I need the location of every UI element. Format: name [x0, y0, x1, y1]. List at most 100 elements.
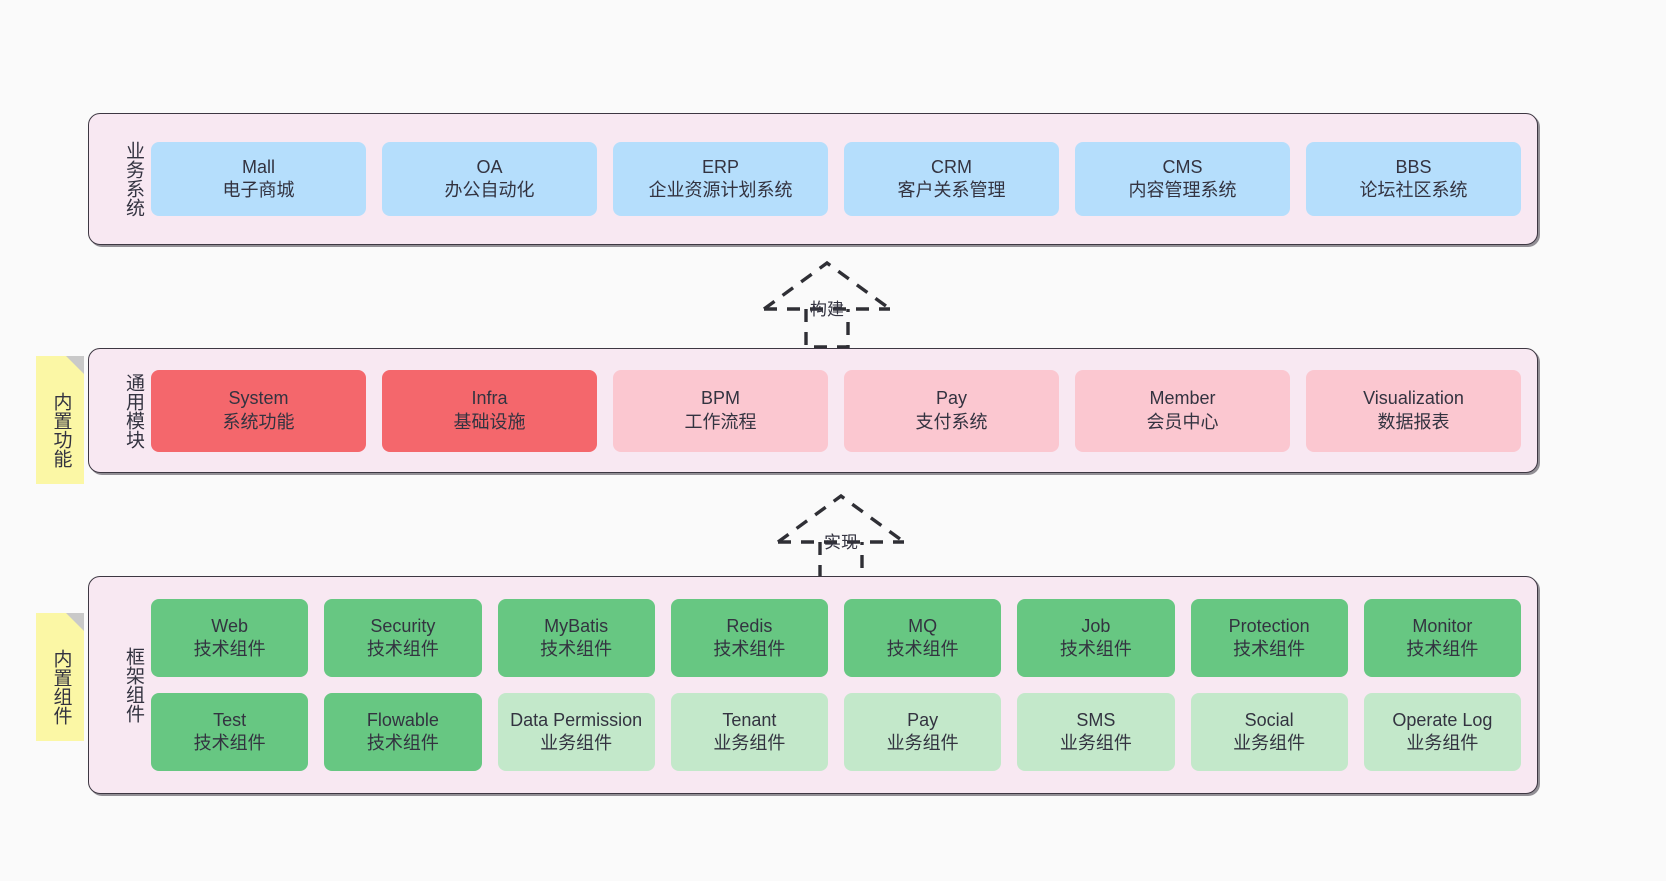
node-label-cn: 技术组件 — [1059, 639, 1132, 659]
node-system[interactable]: System 系统功能 — [151, 369, 366, 452]
node-test[interactable]: Test 技术组件 — [151, 693, 309, 771]
node-row: Test 技术组件 Flowable 技术组件 Data Permission … — [151, 693, 1521, 771]
node-label-cn: 技术组件 — [540, 639, 613, 659]
layer-body-framework-components: Web 技术组件 Security 技术组件 MyBatis 技术组件 Redi… — [145, 577, 1537, 793]
connector-implement: 实现 — [766, 490, 916, 582]
node-label-en: Protection — [1228, 615, 1310, 636]
node-label-en: CRM — [931, 156, 972, 177]
node-mall[interactable]: Mall 电子商城 — [151, 142, 366, 216]
node-erp[interactable]: ERP 企业资源计划系统 — [613, 142, 828, 216]
node-label-en: MyBatis — [544, 615, 609, 636]
sticky-note-label: 内置组件 — [50, 649, 72, 725]
node-label-en: System — [228, 388, 289, 409]
node-label-en: Pay — [935, 388, 968, 409]
node-label-en: Operate Log — [1392, 709, 1493, 730]
arrow-shaft — [804, 309, 850, 349]
node-label-cn: 业务组件 — [1059, 733, 1132, 753]
node-tenant[interactable]: Tenant 业务组件 — [670, 693, 828, 771]
node-member[interactable]: Member 会员中心 — [1075, 369, 1290, 452]
node-label-cn: 电子商城 — [222, 180, 295, 200]
node-mybatis[interactable]: MyBatis 技术组件 — [497, 599, 655, 677]
node-label-en: Redis — [726, 615, 773, 636]
node-monitor[interactable]: Monitor 技术组件 — [1363, 599, 1521, 677]
node-label-en: Test — [213, 709, 247, 730]
node-label-cn: 论坛社区系统 — [1359, 180, 1468, 200]
node-web[interactable]: Web 技术组件 — [151, 599, 309, 677]
node-label-cn: 企业资源计划系统 — [648, 180, 793, 200]
node-operate-log[interactable]: Operate Log 业务组件 — [1363, 693, 1521, 771]
node-bbs[interactable]: BBS 论坛社区系统 — [1306, 142, 1521, 216]
arrow-head-triangle-sides — [762, 260, 892, 311]
node-infra[interactable]: Infra 基础设施 — [382, 369, 597, 452]
node-mq[interactable]: MQ 技术组件 — [844, 599, 1002, 677]
node-oa[interactable]: OA 办公自动化 — [382, 142, 597, 216]
layer-common-modules: 通用模块 System 系统功能 Infra 基础设施 BPM 工作流程 Pay… — [88, 348, 1538, 473]
node-label-en: Security — [370, 615, 436, 636]
node-label-en: MQ — [908, 615, 938, 636]
node-visualization[interactable]: Visualization 数据报表 — [1306, 369, 1521, 452]
node-pay[interactable]: Pay 支付系统 — [844, 369, 1059, 452]
node-label-en: Web — [211, 615, 248, 636]
node-label-cn: 会员中心 — [1146, 411, 1219, 432]
node-label-en: OA — [476, 156, 503, 177]
node-protection[interactable]: Protection 技术组件 — [1190, 599, 1348, 677]
node-pay-component[interactable]: Pay 业务组件 — [844, 693, 1002, 771]
connector-build: 构建 — [752, 257, 902, 349]
node-label-en: SMS — [1076, 709, 1116, 730]
node-label-cn: 系统功能 — [222, 411, 295, 432]
node-label-en: Infra — [471, 388, 508, 409]
node-label-cn: 技术组件 — [193, 733, 266, 753]
node-data-permission[interactable]: Data Permission 业务组件 — [497, 693, 655, 771]
folded-corner-icon — [66, 356, 84, 374]
node-label-cn: 业务组件 — [886, 733, 959, 753]
node-label-en: Flowable — [366, 709, 439, 730]
sticky-note-built-in-components: 内置组件 — [36, 613, 84, 741]
connector-label-implement: 实现 — [824, 533, 858, 552]
node-label-en: Visualization — [1363, 388, 1464, 409]
node-label-cn: 技术组件 — [1406, 639, 1479, 659]
node-label-cn: 业务组件 — [713, 733, 786, 753]
node-label-cn: 业务组件 — [540, 733, 613, 753]
sticky-note-label: 内置功能 — [50, 392, 72, 468]
layer-body-common-modules: System 系统功能 Infra 基础设施 BPM 工作流程 Pay 支付系统… — [145, 349, 1537, 472]
node-label-en: CMS — [1162, 156, 1203, 177]
node-label-cn: 业务组件 — [1406, 733, 1479, 753]
node-label-en: ERP — [701, 156, 739, 177]
node-label-en: Pay — [907, 709, 939, 730]
node-sms[interactable]: SMS 业务组件 — [1017, 693, 1175, 771]
node-label-en: Job — [1081, 615, 1111, 636]
node-label-cn: 内容管理系统 — [1128, 180, 1237, 200]
node-flowable[interactable]: Flowable 技术组件 — [324, 693, 482, 771]
node-label-cn: 技术组件 — [366, 639, 439, 659]
node-social[interactable]: Social 业务组件 — [1190, 693, 1348, 771]
connector-label-build: 构建 — [810, 300, 844, 319]
node-label-en: Data Permission — [510, 709, 643, 730]
node-label-cn: 数据报表 — [1377, 411, 1450, 432]
node-label-cn: 技术组件 — [366, 733, 439, 753]
node-label-cn: 工作流程 — [684, 411, 757, 432]
node-label-cn: 基础设施 — [453, 411, 526, 432]
node-label-en: BPM — [700, 388, 740, 409]
layer-title-common-modules: 通用模块 — [123, 372, 144, 449]
node-label-cn: 客户关系管理 — [897, 180, 1006, 200]
sticky-note-built-in-features: 内置功能 — [36, 356, 84, 484]
folded-corner-icon — [66, 613, 84, 631]
node-label-en: Mall — [241, 156, 275, 177]
node-label-cn: 业务组件 — [1233, 733, 1306, 753]
node-row: Mall 电子商城 OA 办公自动化 ERP 企业资源计划系统 CRM 客户关系… — [151, 142, 1521, 216]
node-cms[interactable]: CMS 内容管理系统 — [1075, 142, 1290, 216]
node-label-en: Social — [1244, 709, 1294, 730]
node-label-cn: 技术组件 — [1233, 639, 1306, 659]
node-label-en: Monitor — [1412, 615, 1473, 636]
node-label-cn: 技术组件 — [886, 639, 959, 659]
node-bpm[interactable]: BPM 工作流程 — [613, 369, 828, 452]
layer-body-business-system: Mall 电子商城 OA 办公自动化 ERP 企业资源计划系统 CRM 客户关系… — [145, 114, 1537, 244]
node-job[interactable]: Job 技术组件 — [1017, 599, 1175, 677]
node-crm[interactable]: CRM 客户关系管理 — [844, 142, 1059, 216]
layer-framework-components: 框架组件 Web 技术组件 Security 技术组件 MyBatis 技术组件… — [88, 576, 1538, 794]
node-label-cn: 技术组件 — [193, 639, 266, 659]
node-security[interactable]: Security 技术组件 — [324, 599, 482, 677]
node-label-cn: 办公自动化 — [444, 180, 535, 200]
node-redis[interactable]: Redis 技术组件 — [670, 599, 828, 677]
